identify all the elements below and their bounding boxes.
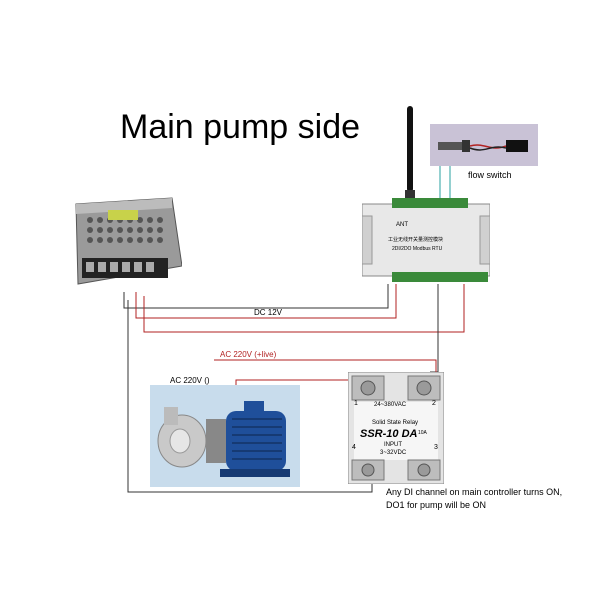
ssr-input-voltage: 3~32VDC xyxy=(380,450,407,456)
dc-12v-label: DC 12V xyxy=(254,308,283,317)
logic-note: Any DI channel on main controller turns … xyxy=(386,486,562,512)
ac-neutral-label: AC 220V () xyxy=(170,376,210,385)
ac-live-label: AC 220V (+live) xyxy=(220,350,277,359)
solid-state-relay: 24~380VAC 1 2 Solid State Relay SSR-10 D… xyxy=(348,372,444,484)
power-supply-image xyxy=(75,197,182,285)
dc-negative-wire xyxy=(123,284,389,309)
diagram-title: Main pump side xyxy=(120,108,361,146)
controller-ant-label: ANT xyxy=(396,222,408,228)
wireless-io-controller: ANT 工业无线开关量测控模块 2DI/2DO Modbus RTU xyxy=(362,196,490,284)
do1-wire xyxy=(430,284,439,373)
flow-switch-image xyxy=(430,124,538,166)
pump-image xyxy=(150,385,300,487)
controller-model: 2DI/2DO Modbus RTU xyxy=(392,246,443,252)
controller-title-cn: 工业无线开关量测控模块 xyxy=(388,237,444,243)
antenna-icon xyxy=(405,106,415,202)
ssr-control-positive-wire xyxy=(143,284,465,333)
ssr-terminal-3: 3 xyxy=(434,444,438,451)
ssr-input-label: INPUT xyxy=(384,442,402,448)
ssr-terminal-4: 4 xyxy=(352,444,356,451)
flow-switch-label: flow switch xyxy=(468,170,512,180)
ssr-terminal-1: 1 xyxy=(354,400,358,407)
logic-note-line-1: Any DI channel on main controller turns … xyxy=(386,487,563,497)
controller-body xyxy=(362,198,490,282)
ssr-brand: Solid State Relay xyxy=(372,420,419,426)
ssr-model: SSR-10 DA xyxy=(360,428,418,440)
ssr-voltage: 24~380VAC xyxy=(374,402,407,408)
ssr-body xyxy=(348,372,444,484)
ssr-control-negative-wire xyxy=(127,300,373,493)
ssr-current: 10A xyxy=(418,430,427,436)
ssr-terminal-2: 2 xyxy=(432,400,436,407)
dc-positive-wire xyxy=(135,284,397,319)
logic-note-line-2: DO1 for pump will be ON xyxy=(386,500,487,510)
